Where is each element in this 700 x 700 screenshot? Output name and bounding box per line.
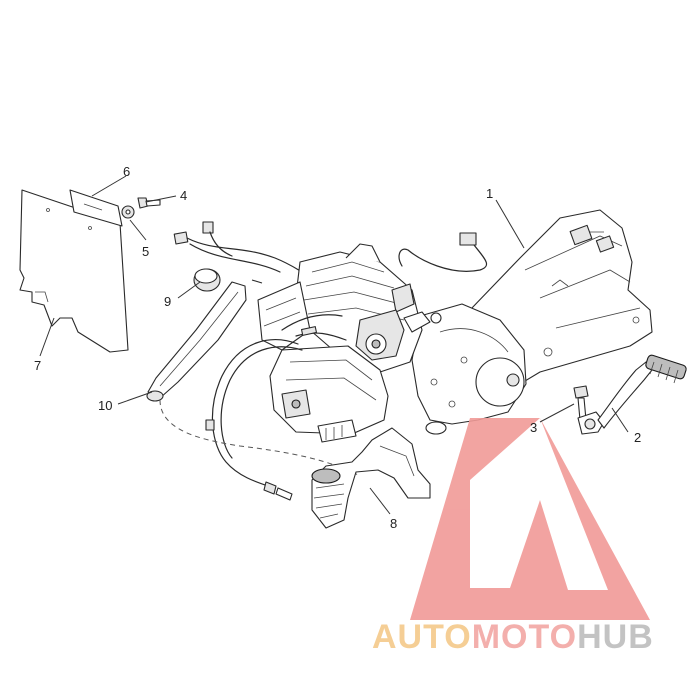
watermark-text-auto: AUTO xyxy=(372,618,472,656)
part-6-bracket xyxy=(69,189,123,227)
cylinder-hoses xyxy=(281,314,347,341)
callout-4: 4 xyxy=(180,188,187,203)
long-cable xyxy=(205,339,303,501)
part-2-kick-lever xyxy=(577,354,687,435)
part-7-shield-plate xyxy=(19,189,129,353)
callout-1: 1 xyxy=(486,186,493,201)
callout-10: 10 xyxy=(98,398,112,413)
callout-2: 2 xyxy=(634,430,641,445)
part-8-intake-duct xyxy=(311,427,431,529)
callout-9: 9 xyxy=(164,294,171,309)
callout-3: 3 xyxy=(530,420,537,435)
part-9-cap xyxy=(193,268,221,292)
watermark-text-moto: MOTO xyxy=(472,618,577,656)
part-10-intake-tube xyxy=(146,279,263,402)
part-5-washer xyxy=(121,205,135,219)
callout-labels: 1 2 3 4 5 6 7 8 9 10 xyxy=(34,164,641,531)
svg-text:AUTOMOTOHUB: AUTOMOTOHUB xyxy=(372,618,654,656)
watermark-logo: AUTOMOTOHUB xyxy=(372,418,654,656)
part-3-bolt xyxy=(573,385,589,421)
callout-5: 5 xyxy=(142,244,149,259)
part-1-engine-assembly xyxy=(257,209,653,443)
routing-dashed-line xyxy=(159,399,361,477)
watermark-triangle xyxy=(410,418,650,620)
callout-8: 8 xyxy=(390,516,397,531)
watermark-text-hub: HUB xyxy=(577,618,654,656)
callout-6: 6 xyxy=(123,164,130,179)
connector-top xyxy=(398,232,488,272)
callout-7: 7 xyxy=(34,358,41,373)
leader-lines xyxy=(39,175,629,515)
